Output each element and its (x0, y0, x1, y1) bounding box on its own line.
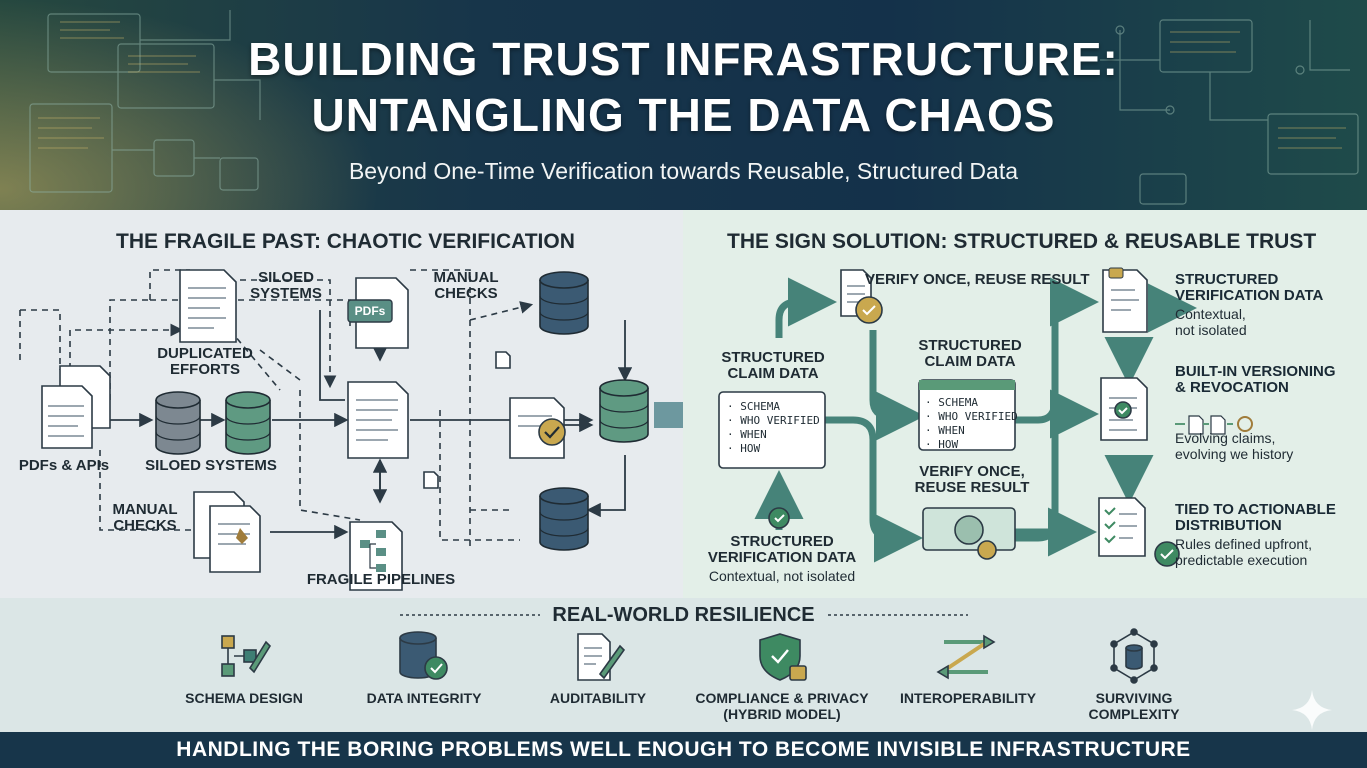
pdfs-tag: PDFs (354, 304, 386, 318)
resilience-divider (400, 614, 968, 616)
feature2-subtitle: Evolving claims, evolving we history (1175, 430, 1294, 462)
feature3-title: TIED TO ACTIONABLE DISTRIBUTION (1175, 501, 1336, 534)
shield-lock-icon (759, 633, 807, 681)
left-heading: THE FRAGILE PAST: CHAOTIC VERIFICATION (116, 230, 575, 253)
label-verify-once-mid: VERIFY ONCE, REUSE RESULT (914, 463, 1030, 496)
resilience-item-label: SCHEMA DESIGN (185, 690, 303, 706)
claim-mid-item: · HOW (925, 438, 959, 451)
resilience-heading: REAL-WORLD RESILIENCE (552, 604, 815, 626)
label-fragile-pipelines: FRAGILE PIPELINES (306, 571, 456, 588)
svd-title: STRUCTURED VERIFICATION DATA (707, 533, 857, 566)
claim-mid-item: · WHO VERIFIED (925, 410, 1018, 423)
page-subtitle: Beyond One-Time Verification towards Reu… (348, 158, 1019, 184)
claim-left-title: STRUCTURED CLAIM DATA (721, 349, 825, 382)
claim-mid-title: STRUCTURED CLAIM DATA (918, 337, 1022, 370)
left-panel-chaotic-verification: THE FRAGILE PAST: CHAOTIC VERIFICATION (0, 210, 683, 598)
label-pdfs-apis: PDFs & APIs (18, 457, 110, 474)
database-icon (155, 271, 649, 551)
database-check-icon (399, 631, 448, 680)
feature3-subtitle: Rules defined upfront, predictable execu… (1175, 536, 1312, 568)
label-duplicated-efforts: DUPLICATED EFFORTS (157, 345, 253, 378)
network-database-icon (1110, 628, 1158, 684)
feature2-title: BUILT-IN VERSIONING & REVOCATION (1175, 363, 1336, 396)
circuit-background (0, 0, 1359, 210)
claim-left-item: · SCHEMA (727, 400, 780, 413)
header-banner: BUILDING TRUST INFRASTRUCTURE: UNTANGLIN… (0, 0, 1367, 210)
svd-subtitle: Contextual, not isolated (708, 568, 856, 584)
page-title-line2: UNTANGLING THE DATA CHAOS (311, 89, 1056, 141)
solution-diagram (718, 267, 1253, 567)
label-manual-checks-bottom: MANUAL CHECKS (112, 501, 178, 534)
resilience-item-label: INTEROPERABILITY (899, 690, 1037, 706)
feature1-subtitle: Contextual, not isolated (1175, 306, 1247, 338)
claim-left-list: · SCHEMA · WHO VERIFIED · WHEN · HOW (727, 400, 820, 456)
feature1-title: STRUCTURED VERIFICATION DATA (1175, 271, 1324, 304)
label-siloed-systems-top: SILOED SYSTEMS (250, 269, 322, 302)
label-verify-once-top: VERIFY ONCE, REUSE RESULT (865, 271, 1090, 288)
claim-mid-item: · SCHEMA (925, 396, 978, 409)
resilience-item-label: SURVIVING COMPLEXITY (1088, 690, 1180, 722)
resilience-item-label: DATA INTEGRITY (366, 690, 482, 706)
page-title-line1: BUILDING TRUST INFRASTRUCTURE: (248, 33, 1119, 85)
footer-banner: HANDLING THE BORING PROBLEMS WELL ENOUGH… (0, 732, 1367, 768)
resilience-item-label: AUDITABILITY (549, 690, 647, 706)
claim-left-item: · WHO VERIFIED (727, 414, 820, 427)
claim-left-item: · WHEN (727, 428, 767, 441)
document-icon (41, 269, 566, 591)
claim-mid-item: · WHEN (925, 424, 965, 437)
resilience-section: REAL-WORLD RESILIENCE (0, 598, 1367, 732)
crossed-arrows-icon (936, 634, 996, 680)
right-panel-sign-solution: THE SIGN SOLUTION: STRUCTURED & REUSABLE… (683, 210, 1367, 598)
label-manual-checks-top: MANUAL CHECKS (433, 269, 499, 302)
label-siloed-systems-mid: SILOED SYSTEMS (145, 457, 277, 474)
resilience-item-label: COMPLIANCE & PRIVACY (HYBRID MODEL) (695, 690, 869, 722)
document-pencil-icon (577, 633, 626, 681)
resilience-icons (221, 628, 1158, 684)
claim-left-item: · HOW (727, 442, 761, 455)
claim-mid-list: · SCHEMA · WHO VERIFIED · WHEN · HOW (925, 396, 1018, 452)
right-heading: THE SIGN SOLUTION: STRUCTURED & REUSABLE… (727, 230, 1317, 253)
chaos-diagram (19, 269, 649, 591)
footer-text: HANDLING THE BORING PROBLEMS WELL ENOUGH… (176, 738, 1191, 761)
sparkle-icon (1292, 690, 1332, 730)
schema-design-icon (221, 635, 272, 677)
